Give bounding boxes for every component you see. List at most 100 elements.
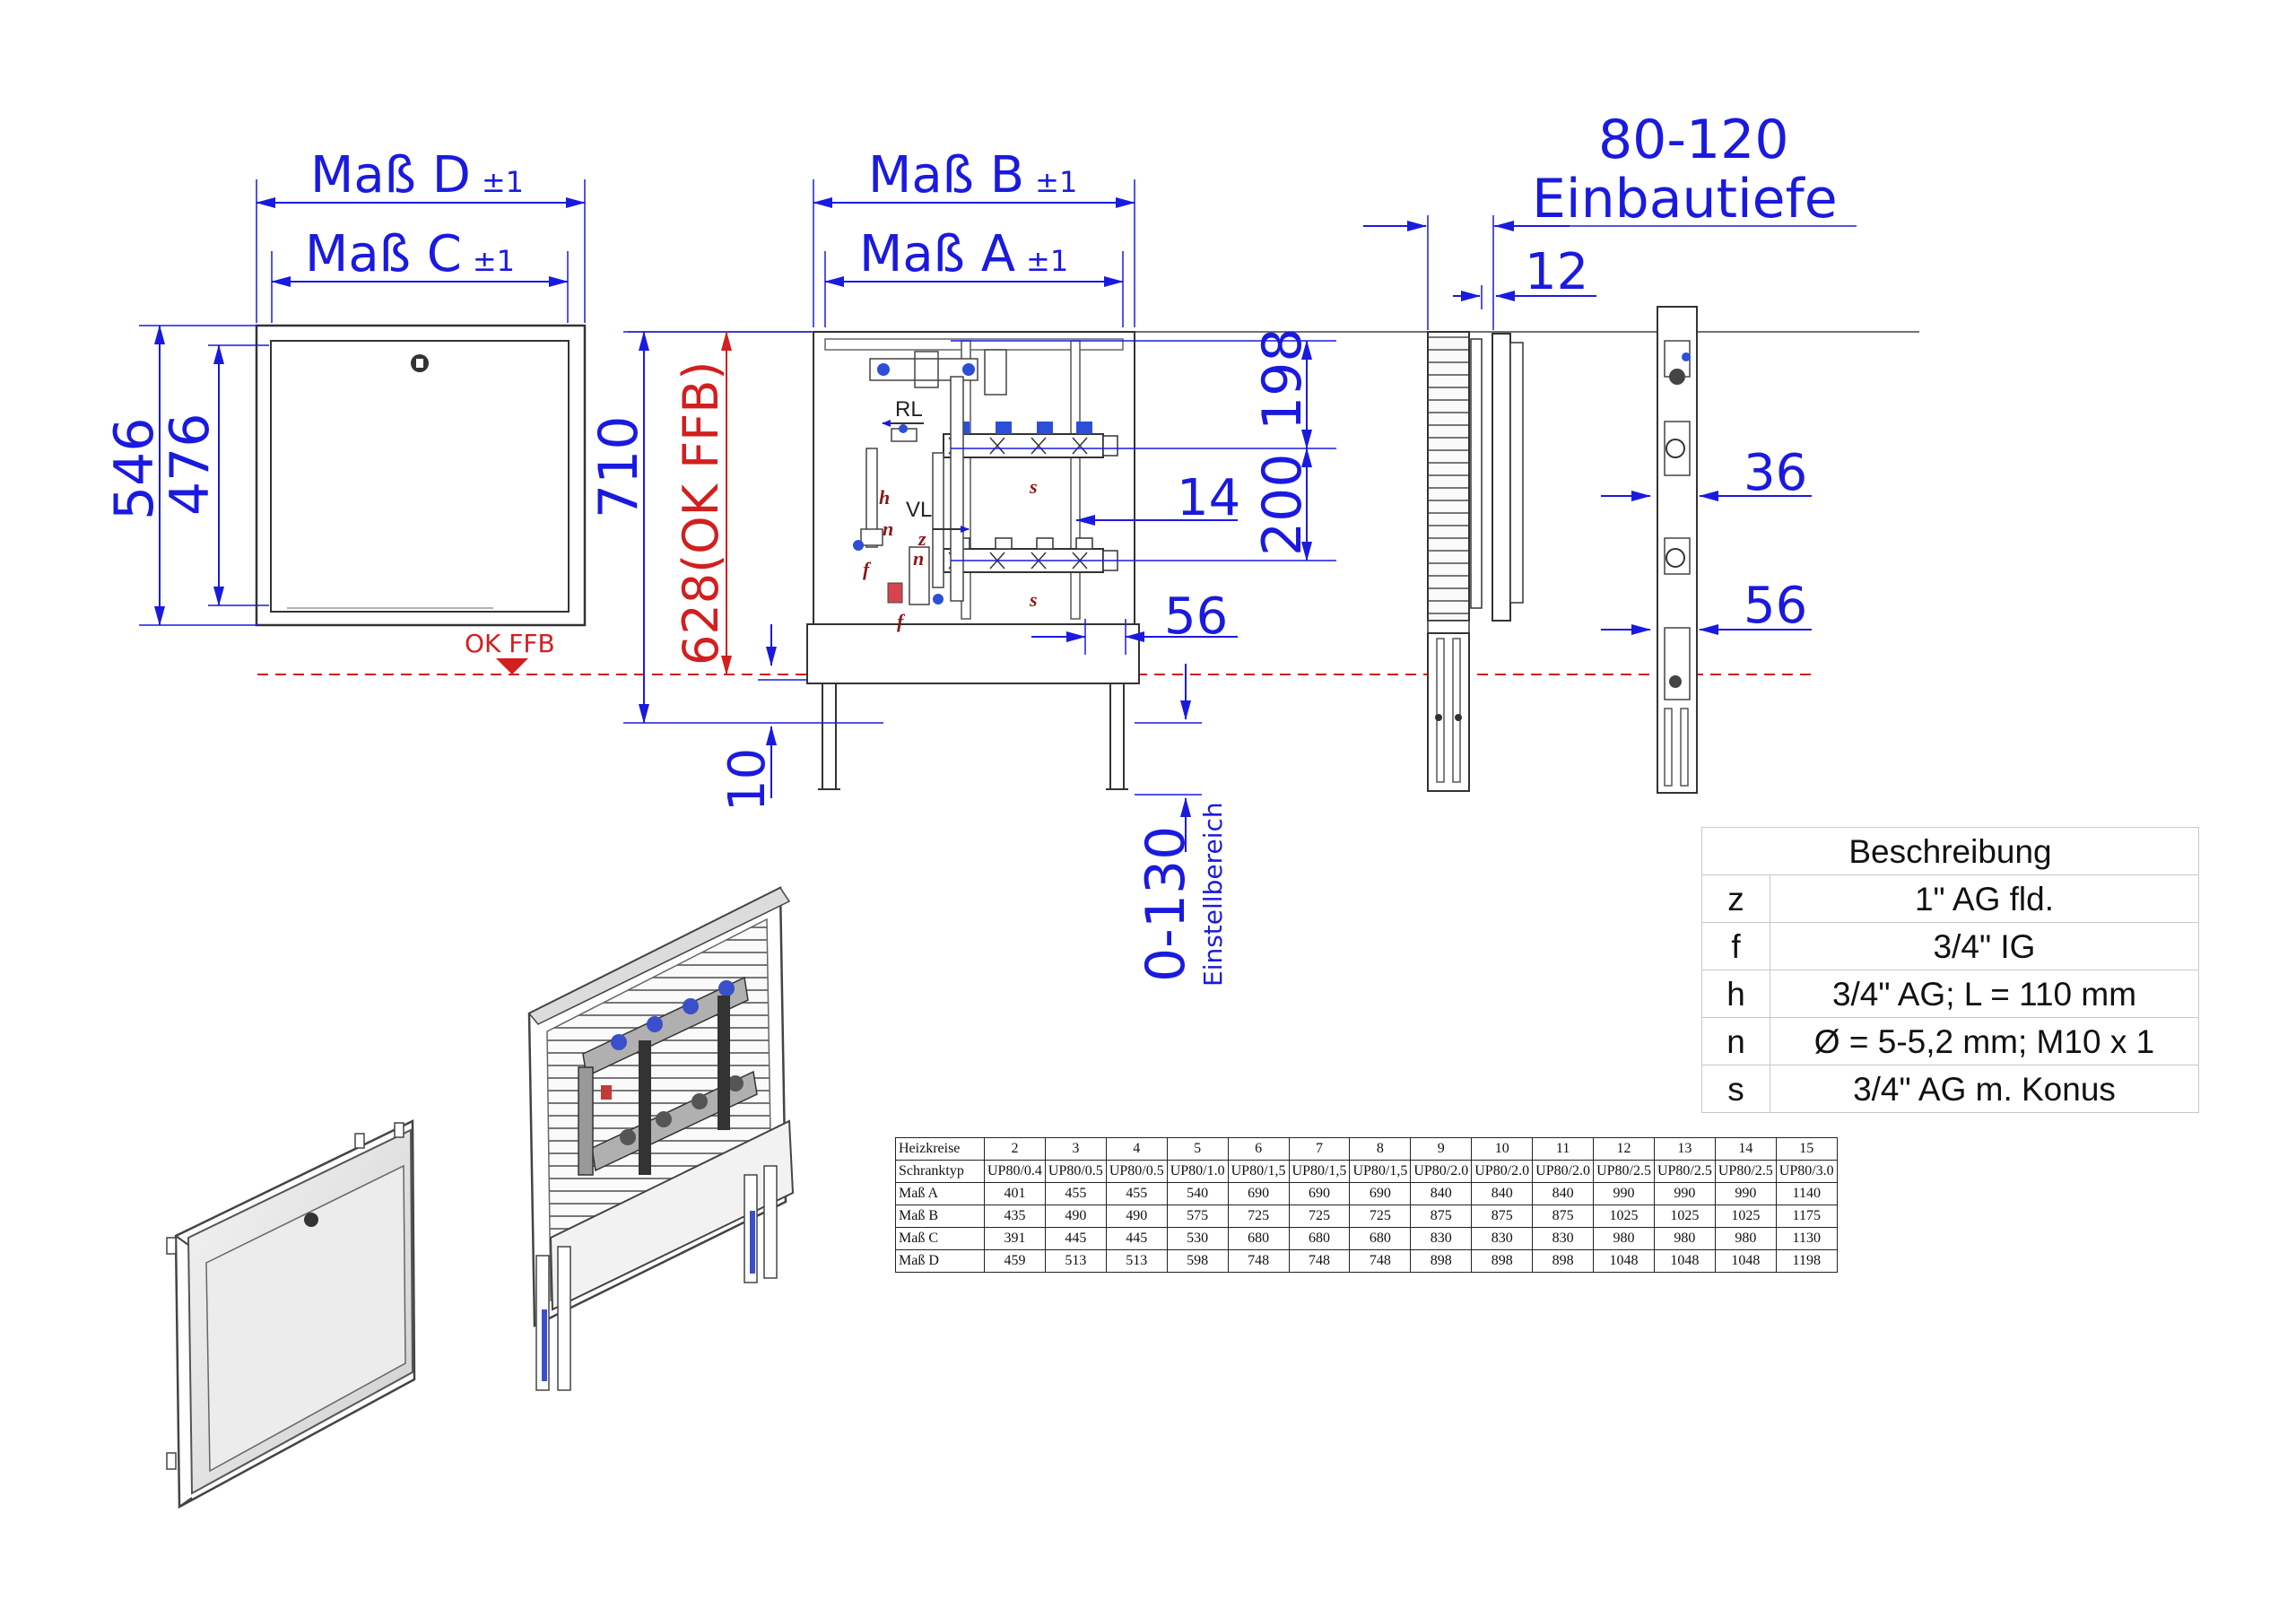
spec-cell: 15 [1775, 1137, 1838, 1161]
spec-cell: 1175 [1775, 1205, 1838, 1228]
spec-cell: 680 [1227, 1227, 1290, 1250]
spec-cell: UP80/2.0 [1410, 1160, 1473, 1183]
spec-cell: UP80/1,5 [1349, 1160, 1412, 1183]
spec-cell: 540 [1166, 1182, 1229, 1205]
spec-cell: 391 [984, 1227, 1046, 1250]
spec-cell: 10 [1471, 1137, 1534, 1161]
spec-cell: 1048 [1714, 1249, 1777, 1273]
dim-200: 200 [1251, 453, 1314, 556]
spec-cell: 530 [1166, 1227, 1229, 1250]
isometric-door-view [166, 1119, 416, 1509]
description-header-row: Beschreibung [1701, 827, 2199, 875]
spec-cell: 11 [1532, 1137, 1595, 1161]
description-value: 3/4" IG [1770, 922, 2199, 970]
ok-ffb-label: OK FFB [465, 629, 555, 658]
spec-cell: 875 [1471, 1205, 1534, 1228]
description-key: f [1701, 922, 1770, 970]
spec-cell: 830 [1410, 1227, 1473, 1250]
label-f2: f [897, 610, 906, 632]
spec-cell: 1198 [1775, 1249, 1838, 1273]
spec-cell: 690 [1227, 1182, 1290, 1205]
spec-cell: 690 [1288, 1182, 1351, 1205]
dim-36: 36 [1744, 444, 1807, 502]
isometric-cabinet-view [527, 885, 795, 1391]
description-key: s [1701, 1065, 1770, 1113]
spec-cell: 748 [1288, 1249, 1351, 1273]
spec-cell: 575 [1166, 1205, 1229, 1228]
spec-cell: 830 [1471, 1227, 1534, 1250]
description-header: Beschreibung [1701, 827, 2199, 875]
mass-a-label: Maß A [859, 225, 1015, 283]
label-z: z [918, 527, 926, 550]
spec-cell: 898 [1410, 1249, 1473, 1273]
spec-cell: 840 [1532, 1182, 1595, 1205]
spec-cell: 459 [984, 1249, 1046, 1273]
description-value: 3/4" AG; L = 110 mm [1770, 970, 2199, 1018]
description-table: Beschreibung z 1" AG fld. f 3/4" IG h 3/… [1701, 827, 2199, 1113]
spec-cell: UP80/0.5 [1105, 1160, 1168, 1183]
spec-cell: UP80/0.4 [984, 1160, 1046, 1183]
mass-b-tolerance: ±1 [1035, 165, 1077, 199]
spec-cell: 445 [1105, 1227, 1168, 1250]
dim-56-side: 56 [1744, 577, 1807, 635]
dim-0-130: 0-130 [1135, 826, 1197, 982]
spec-row-label: Heizkreise [895, 1137, 985, 1161]
spec-cell: 748 [1227, 1249, 1290, 1273]
label-h: h [879, 486, 890, 509]
spec-cell: 490 [1044, 1205, 1107, 1228]
spec-cell: 4 [1105, 1137, 1168, 1161]
einstellbereich-label: Einstellbereich [1198, 802, 1228, 987]
spec-cell: 980 [1593, 1227, 1655, 1250]
spec-cell: UP80/1.0 [1166, 1160, 1229, 1183]
spec-cell: UP80/3.0 [1775, 1160, 1838, 1183]
dim-14: 14 [1177, 469, 1240, 527]
spec-cell: 13 [1653, 1137, 1716, 1161]
spec-cell: 690 [1349, 1182, 1412, 1205]
spec-cell: 8 [1349, 1137, 1412, 1161]
spec-cell: 990 [1714, 1182, 1777, 1205]
spec-cell: 980 [1653, 1227, 1716, 1250]
label-f1: f [863, 558, 872, 580]
dim-476: 476 [159, 413, 222, 516]
dim-10: 10 [718, 748, 777, 812]
dim-198: 198 [1251, 327, 1314, 431]
spec-cell: UP80/2.0 [1532, 1160, 1595, 1183]
spec-cell: 1048 [1653, 1249, 1716, 1273]
label-s1: s [1029, 475, 1038, 498]
spec-cell: 898 [1532, 1249, 1595, 1273]
mass-d-label: Maß D [310, 146, 471, 204]
dim-56-front: 56 [1164, 587, 1228, 646]
spec-cell: 725 [1227, 1205, 1290, 1228]
spec-cell: 980 [1714, 1227, 1777, 1250]
spec-cell: 12 [1593, 1137, 1655, 1161]
spec-cell: 875 [1532, 1205, 1595, 1228]
rear-side-view [1657, 306, 1698, 794]
spec-cell: 840 [1410, 1182, 1473, 1205]
description-value: Ø = 5-5,2 mm; M10 x 1 [1770, 1017, 2199, 1065]
spec-row-label: Maß C [895, 1227, 985, 1250]
mass-c-tolerance: ±1 [473, 244, 515, 278]
spec-cell: 1130 [1775, 1227, 1838, 1250]
spec-row-label: Schranktyp [895, 1160, 985, 1183]
spec-cell: 875 [1410, 1205, 1473, 1228]
spec-cell: 7 [1288, 1137, 1351, 1161]
mass-a-tolerance: ±1 [1026, 244, 1068, 278]
spec-cell: 513 [1044, 1249, 1107, 1273]
description-key: h [1701, 970, 1770, 1018]
side-view [1427, 331, 1524, 792]
description-row: h 3/4" AG; L = 110 mm [1701, 970, 2199, 1018]
spec-cell: UP80/2.0 [1471, 1160, 1534, 1183]
dim-80-120: 80-120 [1598, 109, 1789, 171]
spec-cell: UP80/1,5 [1288, 1160, 1351, 1183]
spec-cell: 1025 [1653, 1205, 1716, 1228]
spec-cell: 680 [1349, 1227, 1412, 1250]
label-rl: RL [895, 397, 923, 422]
description-row: z 1" AG fld. [1701, 874, 2199, 923]
mass-c-label: Maß C [305, 225, 462, 283]
